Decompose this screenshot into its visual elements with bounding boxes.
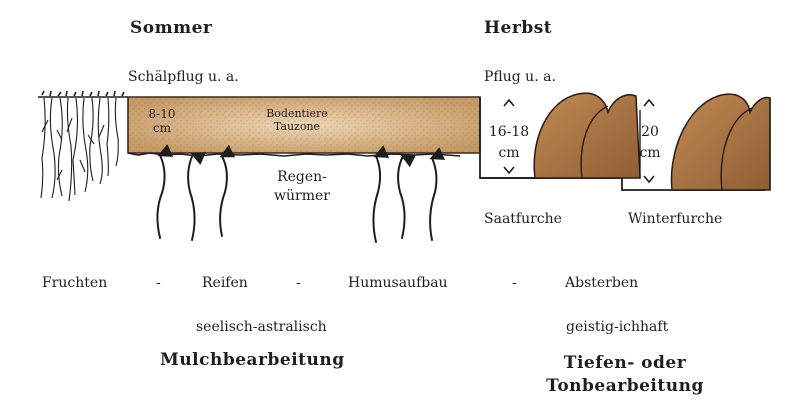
stage-separator-1: - — [156, 275, 161, 291]
method-left: Mulchbearbeitung — [160, 350, 345, 370]
winter-furrow-depth: 20 cm — [628, 122, 672, 164]
seed-depth-value: 16-18 — [488, 124, 530, 140]
summer-depth-value: 8-10 — [148, 107, 176, 121]
seed-furrow-depth: 16-18 cm — [484, 122, 534, 164]
seed-furrow-clod — [533, 92, 641, 179]
fauna-zone-line1: Bodentiere — [266, 107, 328, 120]
winter-furrow-label: Winterfurche — [628, 211, 723, 227]
depth-markers — [503, 98, 655, 184]
winter-depth-unit: cm — [639, 145, 661, 161]
earthworm-label: Regen- würmer — [262, 168, 342, 206]
quality-right: geistig-ichhaft — [566, 319, 669, 335]
earthworm-line1: Regen- — [277, 169, 327, 185]
stage-humus-building: Humusaufbau — [348, 275, 448, 291]
stage-dying: Absterben — [565, 275, 639, 291]
fauna-zone-line2: Tauzone — [273, 119, 321, 133]
stage-ripening: Reifen — [202, 275, 248, 291]
winter-depth-value: 20 — [641, 124, 659, 140]
earthworm-arrows — [156, 144, 446, 243]
method-right-line2: Tonbearbeitung — [546, 375, 704, 396]
seed-depth-unit: cm — [498, 145, 520, 161]
autumn-tool-label: Pflug u. a. — [484, 69, 556, 85]
method-right: Tiefen- oder Tonbearbeitung — [520, 352, 730, 398]
method-right-line1: Tiefen- oder — [563, 353, 687, 373]
autumn-heading: Herbst — [484, 18, 553, 38]
stage-separator-2: - — [296, 275, 301, 291]
stage-fruiting: Fruchten — [42, 275, 108, 291]
ground-line-left — [38, 90, 128, 98]
seed-furrow-profile — [479, 92, 641, 179]
seed-furrow-label: Saatfurche — [484, 211, 562, 227]
quality-left: seelisch-astralisch — [196, 319, 327, 335]
winter-furrow-profile — [621, 93, 771, 191]
winter-furrow-clod — [670, 93, 771, 191]
earthworm-line2: würmer — [274, 187, 330, 204]
plant-roots — [40, 97, 119, 202]
summer-depth-unit: cm — [152, 121, 172, 136]
summer-heading: Sommer — [130, 18, 213, 38]
summer-tool-label: Schälpflug u. a. — [128, 69, 239, 85]
fauna-zone-label: Bodentiere Tauzone — [252, 107, 342, 133]
summer-depth-label: 8-10 cm — [142, 107, 182, 136]
stage-separator-3: - — [512, 275, 517, 291]
